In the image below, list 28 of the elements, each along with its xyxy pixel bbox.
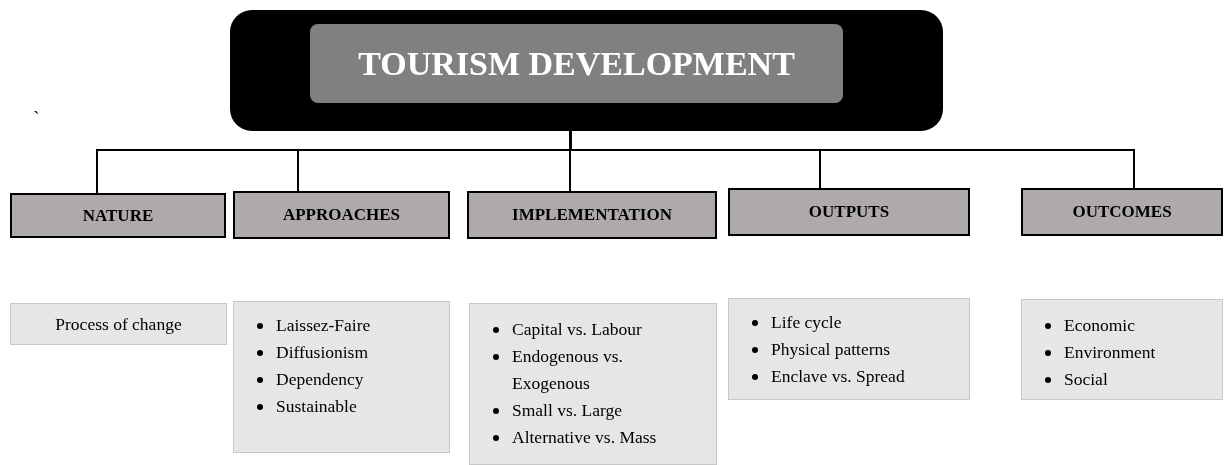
bullet-item: Endogenous vs. Exogenous — [470, 343, 696, 397]
bullet-item: Small vs. Large — [470, 397, 696, 424]
bullet-item: Economic — [1022, 312, 1202, 339]
category-box: IMPLEMENTATION — [467, 191, 717, 239]
category-box: OUTCOMES — [1021, 188, 1223, 236]
category-box: NATURE — [10, 193, 226, 238]
bullet-item: Dependency — [234, 366, 429, 393]
bullet-item: Capital vs. Labour — [470, 316, 696, 343]
bullet-list-box — [1021, 299, 1223, 400]
bullet-item: Sustainable — [234, 393, 429, 420]
bullet-item: Diffusionism — [234, 339, 429, 366]
bullet-item: Physical patterns — [729, 336, 949, 363]
bullet-item: Enclave vs. Spread — [729, 363, 949, 390]
category-box: OUTPUTS — [728, 188, 970, 236]
bullet-item: Life cycle — [729, 309, 949, 336]
bullet-list-box — [233, 301, 450, 453]
bullet-item: Social — [1022, 366, 1202, 393]
title-box: TOURISM DEVELOPMENT — [310, 24, 843, 103]
connector-line — [569, 130, 1135, 189]
description-box: Process of change — [10, 303, 227, 345]
category-box: APPROACHES — [233, 191, 450, 239]
bullet-item: Alternative vs. Mass — [470, 424, 696, 451]
header-box — [230, 10, 943, 131]
bullet-list-box — [469, 303, 717, 465]
stray-mark: ` — [33, 108, 40, 131]
bullet-item: Laissez-Faire — [234, 312, 429, 339]
bullet-item: Environment — [1022, 339, 1202, 366]
bullet-list-box — [728, 298, 970, 400]
